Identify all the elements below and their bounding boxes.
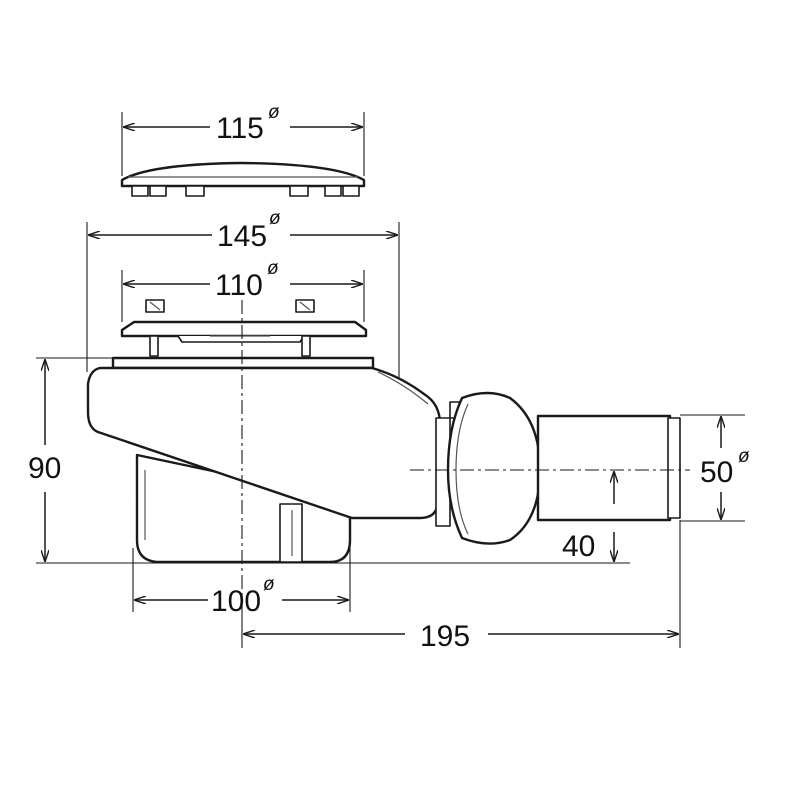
diameter-symbol: ø <box>267 258 279 279</box>
diameter-symbol: ø <box>263 574 275 595</box>
dimension-outlet-height: 40 <box>562 472 614 563</box>
dimension-height: 90 <box>28 360 61 561</box>
flange-diameter-value: 145 <box>217 220 267 253</box>
cover-diameter-value: 115 <box>216 112 264 145</box>
diameter-symbol: ø <box>269 208 281 229</box>
extension-lines <box>36 112 745 648</box>
dimension-grate-diameter: 110 ø <box>124 258 362 302</box>
grate-diameter-value: 110 <box>215 269 263 302</box>
outlet-diameter-value: 50 <box>700 456 733 489</box>
diameter-symbol: ø <box>738 446 750 467</box>
dimension-body-diameter: 100 ø <box>135 574 348 618</box>
outlet-height-value: 40 <box>562 530 595 563</box>
height-value: 90 <box>28 452 61 485</box>
dimension-flange-diameter: 145 ø <box>89 208 397 253</box>
drain-cover <box>120 161 366 197</box>
dimension-outlet-diameter: 50 ø <box>700 417 750 519</box>
length-value: 195 <box>420 620 470 653</box>
drain-body <box>86 356 442 564</box>
dimension-length: 195 <box>244 620 678 653</box>
grate-plate <box>120 299 368 357</box>
body-diameter-value: 100 <box>211 585 261 618</box>
diameter-symbol: ø <box>268 102 280 123</box>
drain-outlet <box>435 391 681 545</box>
dimension-cover-diameter: 115 ø <box>124 102 362 145</box>
